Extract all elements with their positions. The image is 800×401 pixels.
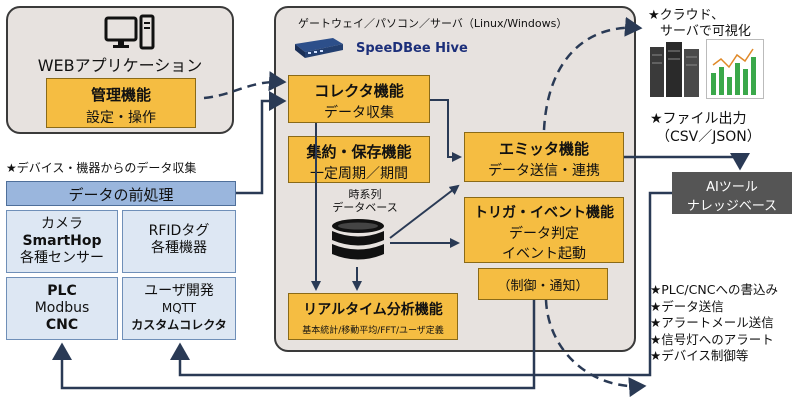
arrow-collector-to-emitter: [430, 99, 462, 162]
cloud-note-line1: ★クラウド、: [648, 8, 725, 23]
aggregate-title: 集約・保存機能: [306, 143, 412, 161]
management-function-box: 管理機能 設定・操作: [46, 78, 196, 128]
preprocess-bar: データの前処理: [6, 181, 236, 206]
smarthop-label: SmartHop: [22, 233, 102, 249]
collector-function-box: コレクタ機能 データ収集: [288, 75, 430, 123]
arrow-mgmt-to-collector: [203, 71, 287, 100]
arrow-control-to-actions: [544, 299, 647, 398]
collector-title: コレクタ機能: [314, 82, 404, 100]
sensors-label: 各種センサー: [20, 250, 104, 266]
trigger-title: トリガ・イベント機能: [474, 205, 614, 221]
action-plc-write: ★PLC/CNCへの書込み: [650, 282, 778, 297]
plc-label: PLC: [47, 283, 77, 299]
ai-tool-line1: AIツール: [706, 180, 758, 195]
control-notify-box: （制御・通知）: [478, 268, 608, 300]
user-dev-label: ユーザ開発: [144, 283, 214, 299]
gateway-device-icon: [295, 38, 343, 58]
trigger-sub2: イベント起動: [502, 246, 586, 262]
product-name: SpeeDBee Hive: [356, 41, 468, 56]
arrow-emitter-to-ai: [624, 153, 750, 171]
arrow-ai-to-userdev: [170, 191, 672, 377]
realtime-sub: 基本統計/移動平均/FFT/ユーザ定義: [302, 326, 444, 336]
action-signal-light: ★信号灯へのアラート: [650, 331, 774, 347]
collector-sub: データ収集: [324, 105, 394, 121]
action-device-control: ★デバイス制御等: [650, 348, 749, 363]
timeseries-db-label: 時系列 データベース: [332, 188, 398, 214]
file-output-line2: （CSV／JSON）: [656, 129, 761, 145]
device-collection-note: ★デバイス・機器からのデータ収集: [6, 161, 197, 175]
rfid-label: RFIDタグ: [148, 223, 210, 239]
control-notify-label: （制御・通知）: [497, 279, 589, 294]
bar-chart-icon: [706, 39, 764, 99]
device-camera-box: カメラ SmartHop 各種センサー: [6, 210, 118, 273]
platform-header: ゲートウェイ／パソコン／サーバ（Linux/Windows）: [298, 17, 568, 30]
emitter-function-box: エミッタ機能 データ送信・連携: [464, 132, 624, 182]
trigger-sub1: データ判定: [509, 226, 579, 242]
web-app-title: WEBアプリケーション: [37, 56, 203, 75]
trigger-event-box: トリガ・イベント機能 データ判定 イベント起動: [464, 197, 624, 263]
realtime-analysis-box: リアルタイム分析機能 基本統計/移動平均/FFT/ユーザ定義: [288, 293, 458, 340]
aggregate-sub: 一定周期／期間: [310, 166, 408, 182]
arrow-emitter-to-cloud: [542, 16, 643, 131]
emitter-sub: データ送信・連携: [488, 163, 600, 179]
database-icon: [332, 219, 384, 260]
ai-tool-line2: ナレッジベース: [686, 199, 778, 214]
action-list: ★PLC/CNCへの書込み ★データ送信 ★アラートメール送信 ★信号灯へのアラ…: [650, 282, 778, 365]
management-sub: 設定・操作: [86, 110, 156, 126]
action-alert-mail: ★アラートメール送信: [650, 315, 774, 330]
custom-collector-label: カスタムコレクタ: [131, 318, 227, 332]
camera-label: カメラ: [41, 216, 83, 232]
preprocess-label: データの前処理: [68, 186, 174, 204]
mqtt-label: MQTT: [161, 301, 197, 315]
web-application-panel: WEBアプリケーション 管理機能 設定・操作: [6, 6, 234, 134]
modbus-label: Modbus: [34, 300, 90, 316]
arrow-control-to-plc: [52, 300, 536, 390]
realtime-title: リアルタイム分析機能: [303, 302, 443, 318]
ai-tool-box: AIツール ナレッジベース: [672, 172, 792, 214]
arrow-db-to-emitter: [389, 184, 460, 239]
monitor-icon: [104, 14, 155, 50]
device-user-dev-box: ユーザ開発 MQTT カスタムコレクタ: [122, 277, 236, 340]
management-title: 管理機能: [90, 86, 151, 104]
device-plc-box: PLC Modbus CNC: [6, 277, 118, 340]
action-data-send: ★データ送信: [650, 298, 724, 314]
various-devices-label: 各種機器: [151, 240, 207, 256]
aggregate-store-box: 集約・保存機能 一定周期／期間: [288, 136, 430, 183]
arrow-preprocess-to-collector: [236, 91, 287, 195]
emitter-title: エミッタ機能: [498, 140, 589, 158]
cnc-label: CNC: [45, 317, 79, 333]
file-output-line1: ★ファイル出力: [650, 111, 747, 127]
device-rfid-box: RFIDタグ 各種機器: [122, 210, 236, 273]
server-rack-icon: [650, 42, 699, 97]
cloud-note-line2: サーバで可視化: [660, 24, 751, 39]
